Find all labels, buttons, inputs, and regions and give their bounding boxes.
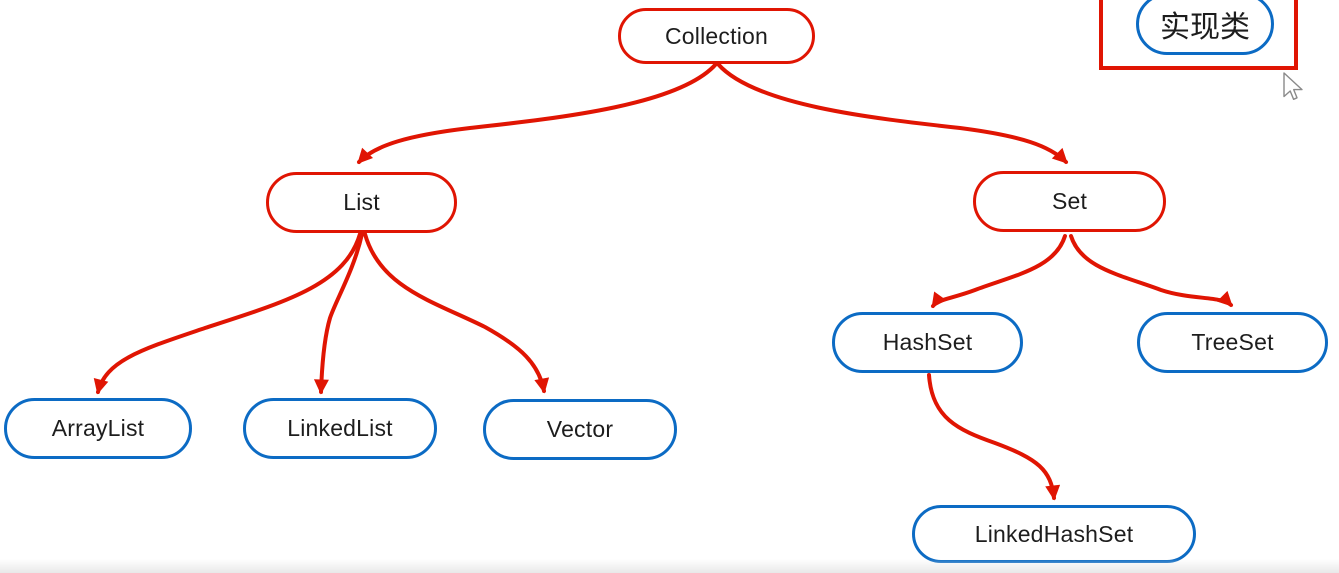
- node-treeset: TreeSet: [1137, 312, 1328, 373]
- node-set: Set: [973, 171, 1166, 232]
- node-collection-label: Collection: [665, 22, 768, 49]
- edge-collection-list: [357, 62, 718, 164]
- node-linkedhashset: LinkedHashSet: [912, 505, 1196, 563]
- legend-pill: 实现类: [1136, 0, 1274, 55]
- node-arraylist: ArrayList: [4, 398, 192, 459]
- edge-list-vector: [363, 232, 550, 394]
- edge-hashset-linkedhashset: [927, 373, 1061, 501]
- node-linkedlist: LinkedList: [243, 398, 437, 459]
- node-vector-label: Vector: [546, 416, 614, 442]
- bottom-edge-shade: [0, 559, 1339, 573]
- edge-collection-set: [716, 62, 1068, 164]
- edge-list-arraylist: [93, 232, 362, 395]
- node-list-label: List: [343, 189, 380, 215]
- node-treeset-label: TreeSet: [1191, 329, 1274, 355]
- node-hashset: HashSet: [832, 312, 1023, 373]
- node-collection: Collection: [618, 8, 815, 64]
- edge-set-treeset: [1069, 234, 1233, 307]
- node-vector: Vector: [483, 399, 677, 460]
- legend-label: 实现类: [1160, 11, 1250, 44]
- edge-set-hashset: [931, 234, 1067, 309]
- node-set-label: Set: [1051, 188, 1088, 214]
- legend-box: 实现类: [1099, 0, 1298, 70]
- edge-list-linkedlist: [313, 232, 364, 395]
- node-linkedhashset-label: LinkedHashSet: [974, 520, 1134, 547]
- node-hashset-label: HashSet: [882, 329, 973, 355]
- node-arraylist-label: ArrayList: [51, 415, 145, 441]
- node-list: List: [266, 172, 457, 233]
- node-linkedlist-label: LinkedList: [287, 415, 393, 441]
